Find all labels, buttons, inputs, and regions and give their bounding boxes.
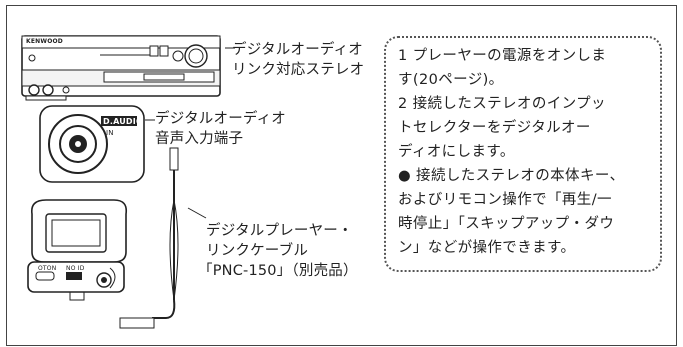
instruction-line: ● 接続したステレオの本体キー、 — [398, 168, 625, 184]
instruction-line: ディオにします。 — [398, 144, 515, 160]
d-audio-in-label: IN — [106, 129, 114, 137]
instruction-line: 1 プレーヤーの電源をオンしま — [398, 48, 607, 64]
instruction-line: トセレクターをデジタルオー — [398, 120, 591, 136]
instruction-line: 時停止」「スキップアップ・ダウ — [398, 216, 615, 232]
cable-label-line-1: デジタルプレーヤー・ — [206, 223, 353, 239]
stereo-brand-label: KENWOOD — [26, 38, 63, 45]
stereo-label-line-1: デジタルオーディオ — [232, 42, 363, 58]
link-cable — [119, 147, 179, 329]
player-device — [27, 199, 128, 301]
instruction-line: す(20ページ)。 — [398, 72, 504, 88]
d-audio-badge: D.AUDIO — [103, 117, 143, 126]
jack-label-line-2: 音声入力端子 — [155, 131, 244, 147]
page-frame — [6, 5, 677, 346]
player-button-label-2: NO ID — [66, 265, 85, 272]
player-button-label-1: OTON — [38, 265, 57, 272]
instruction-box: 1 プレーヤーの電源をオンしま す(20ページ)。 2 接続したステレオのインプ… — [384, 36, 662, 272]
instruction-line: ン」などが操作できます。 — [398, 240, 576, 256]
cable-label-line-3: 「PNC-150」（別売品） — [198, 263, 358, 279]
stereo-label-line-2: リンク対応ステレオ — [232, 62, 365, 78]
stereo-unit — [21, 35, 221, 101]
instruction-line: およびリモコン操作で「再生/一 — [398, 192, 612, 208]
instruction-line: 2 接続したステレオのインプッ — [398, 96, 606, 112]
jack-closeup — [39, 105, 145, 183]
cable-callout-line — [187, 207, 207, 219]
cable-label-line-2: リンクケーブル — [206, 243, 309, 259]
jack-label-line-1: デジタルオーディオ — [155, 111, 286, 127]
